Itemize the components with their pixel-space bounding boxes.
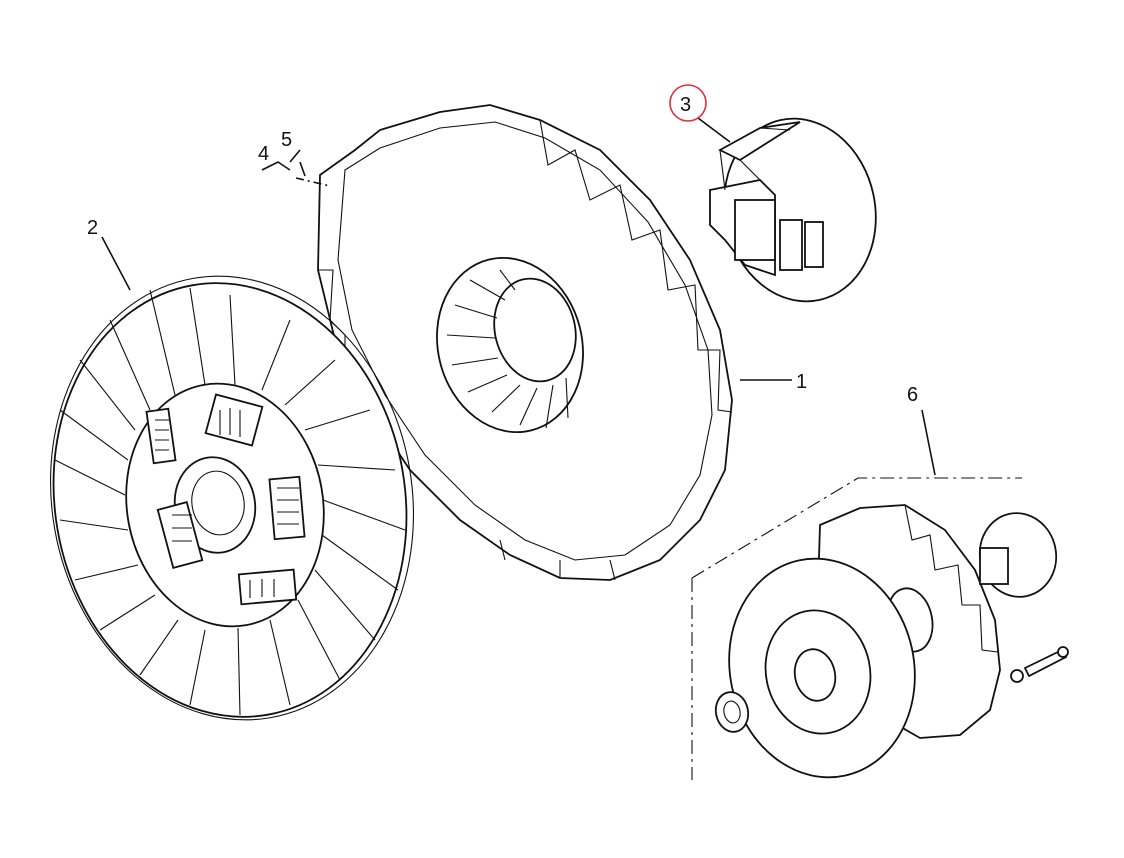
callout-5[interactable]: 5 xyxy=(281,129,292,151)
callout-4[interactable]: 4 xyxy=(258,143,269,165)
pressure-plate-assembly[interactable] xyxy=(317,104,733,581)
clutch-kit-inset[interactable] xyxy=(691,477,1069,795)
callout-3-highlight-ring xyxy=(669,84,707,122)
diaphragm-fingers xyxy=(446,269,569,429)
damper-springs xyxy=(145,393,306,606)
leader-lines xyxy=(101,117,936,476)
callout-1[interactable]: 1 xyxy=(796,371,807,393)
callout-2[interactable]: 2 xyxy=(87,217,98,239)
disc-segments xyxy=(54,287,406,716)
callout-3[interactable]: 3 xyxy=(680,94,691,116)
callout-labels: 1 2 3 4 5 6 xyxy=(87,84,918,406)
clutch-disc[interactable] xyxy=(16,247,448,749)
callout-6[interactable]: 6 xyxy=(907,384,918,406)
release-bearing[interactable] xyxy=(708,104,893,315)
